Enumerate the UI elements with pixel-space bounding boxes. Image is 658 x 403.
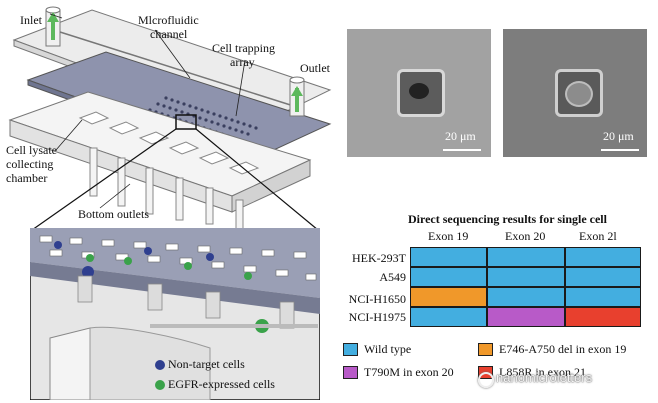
- column-header-exon21: Exon 2l: [579, 229, 617, 243]
- label-outlet: Outlet: [300, 61, 330, 75]
- result-cell-hek-293t-21: [565, 247, 641, 267]
- label-channel-line2: channel: [150, 27, 188, 41]
- zoom-inset: [30, 228, 320, 400]
- label-trapping-line2: array: [230, 55, 255, 69]
- non-target-cell-marks: [54, 241, 214, 278]
- result-cell-nci-h1975-19: [410, 307, 487, 327]
- result-cell-nci-h1650-20: [487, 287, 565, 307]
- legend-del19: E746-A750 del in exon 19: [499, 342, 627, 356]
- result-cell-a549-20: [487, 267, 565, 287]
- scale-label-1: 20 μm: [445, 129, 476, 143]
- legend-egfr: EGFR-expressed cells: [168, 377, 275, 391]
- result-cell-nci-h1650-21: [565, 287, 641, 307]
- result-cell-hek-293t-20: [487, 247, 565, 267]
- non-target-cell-dot-icon: [155, 360, 165, 370]
- scale-label-2: 20 μm: [603, 129, 634, 143]
- legend-swatch-del19: [478, 343, 493, 356]
- watermark-logo-icon: [478, 372, 494, 388]
- label-lysate-line3: chamber: [6, 171, 48, 185]
- micrograph-1: 20 μm: [347, 29, 491, 157]
- result-cell-nci-h1975-21: [565, 307, 641, 327]
- label-lysate-line2: collecting: [6, 157, 54, 171]
- legend-t790m: T790M in exon 20: [364, 365, 454, 379]
- result-cell-nci-h1650-19: [410, 287, 487, 307]
- label-lysate-line1: Cell lysate: [6, 143, 57, 157]
- lysed-cell: [565, 81, 593, 107]
- egfr-cell-dot-icon: [155, 380, 165, 390]
- micrograph-2: 20 μm: [503, 29, 647, 157]
- label-inlet: Inlet: [20, 13, 42, 27]
- legend-l858r: L858R in exon 21: [499, 365, 586, 379]
- watermark-text: nanomicroletters: [496, 370, 593, 385]
- scale-bar-2: [601, 149, 639, 151]
- legend-swatch-wild: [343, 343, 358, 356]
- legend-wild-type: Wild type: [364, 342, 412, 356]
- legend-swatch-t790m: [343, 366, 358, 379]
- column-header-exon19: Exon 19: [428, 229, 469, 243]
- label-bottom-outlets: Bottom outlets: [78, 207, 150, 221]
- device-schematic: [8, 6, 332, 231]
- row-header-a549: A549: [379, 270, 406, 284]
- row-header-hek293t: HEK-293T: [352, 251, 406, 265]
- result-cell-nci-h1975-20: [487, 307, 565, 327]
- scale-bar-1: [443, 149, 481, 151]
- result-cell-hek-293t-19: [410, 247, 487, 267]
- legend-non-target: Non-target cells: [168, 357, 245, 371]
- label-channel-line1: Mlcrofluidic: [138, 13, 199, 27]
- row-header-nci-h1975: NCI-H1975: [348, 310, 406, 324]
- sequencing-title: Direct sequencing results for single cel…: [408, 212, 607, 226]
- row-header-nci-h1650: NCI-H1650: [348, 292, 406, 306]
- zoom-box: [175, 114, 197, 130]
- label-trapping-line1: Cell trapping: [212, 41, 275, 55]
- result-cell-a549-21: [565, 267, 641, 287]
- result-cell-a549-19: [410, 267, 487, 287]
- trapped-cell: [409, 83, 429, 99]
- column-header-exon20: Exon 20: [505, 229, 546, 243]
